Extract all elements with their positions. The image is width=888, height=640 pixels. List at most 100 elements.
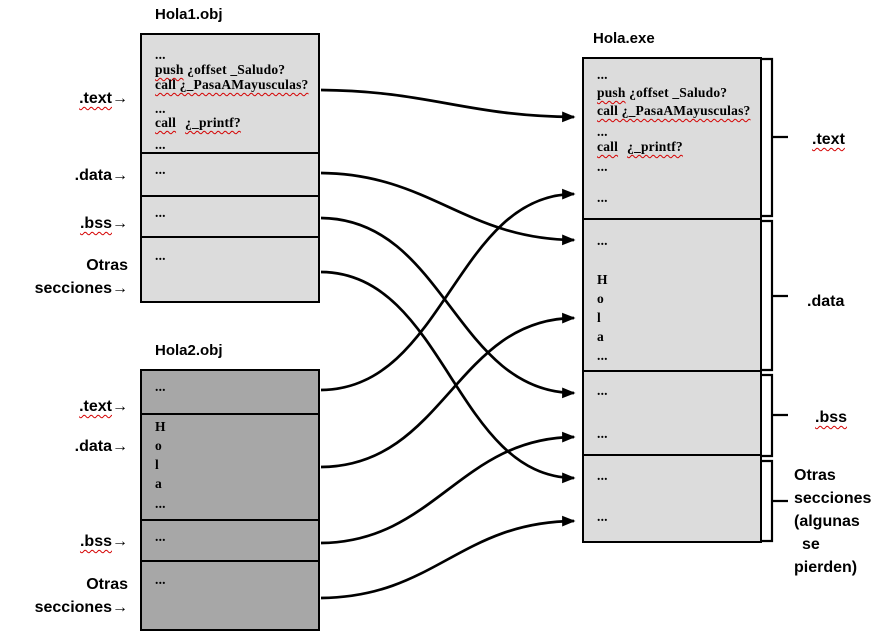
dots-line: ...: [597, 190, 608, 206]
letter-l: l: [155, 457, 159, 472]
label-hola1-bss: .bss→: [8, 212, 128, 235]
dots-line: ...: [155, 572, 166, 588]
label-line: Otras: [794, 467, 836, 484]
hola-letter: H: [155, 419, 166, 435]
label-text: .bss: [79, 215, 112, 232]
hola-letter: o: [155, 438, 162, 454]
hola-letter: l: [597, 310, 601, 326]
label-text: .bss: [815, 409, 848, 426]
dots: ...: [597, 383, 608, 398]
hola2-bss-section: ...: [142, 519, 318, 560]
exe-title: Hola.exe: [593, 30, 655, 47]
right-arrow-icon: →: [112, 438, 128, 455]
arrow-hola1-bss-to-exe-bss: [320, 216, 576, 399]
hola1-bss-section: ...: [142, 195, 318, 236]
letter-o: o: [597, 291, 604, 306]
label-hola1-otras: Otras secciones→: [8, 254, 128, 300]
dots: ...: [155, 101, 166, 116]
dots: ...: [155, 379, 166, 394]
label-hola1-data: .data→: [8, 164, 128, 187]
hola2-otras-section: ...: [142, 560, 318, 623]
code-line: call ¿_PasaAMayusculas?: [597, 103, 750, 119]
bracket-exe-bss: [762, 373, 788, 458]
label-hola1-text: .text→: [8, 87, 128, 110]
bracket-exe-data: [762, 219, 788, 372]
code-line: call¿_printf?: [597, 139, 683, 155]
push-arg: ¿offset _Saludo?: [625, 85, 728, 100]
push-arg: ¿offset _Saludo?: [183, 62, 286, 77]
dots: ...: [597, 190, 608, 205]
hola-letter: a: [155, 476, 162, 492]
arrow-hola1-otras-to-exe-otras: [320, 270, 576, 484]
label-text: .text: [812, 131, 845, 148]
code-line: push ¿offset _Saludo?: [597, 85, 727, 101]
dots: ...: [597, 348, 608, 363]
hola2-text-section: ...: [142, 371, 318, 413]
code-line: push ¿offset _Saludo?: [155, 62, 285, 78]
printf-arg: ¿_printf?: [627, 139, 683, 154]
dots: ...: [597, 426, 608, 441]
label-line: Otras: [86, 576, 128, 593]
bracket-exe-text: [762, 57, 788, 218]
label-text: secciones: [34, 280, 112, 297]
label-line: (algunas: [794, 513, 860, 530]
code-line: call ¿_printf?: [155, 115, 241, 131]
arrow-hola1-data-to-exe-data: [320, 171, 576, 246]
printf-arg: ¿_printf?: [185, 115, 241, 130]
letter-h: H: [155, 419, 166, 434]
dots: ...: [155, 248, 166, 263]
exe-text-section: ... push ¿offset _Saludo? call ¿_PasaAMa…: [584, 59, 760, 218]
label-exe-text: .text: [812, 128, 845, 151]
label-line: se: [802, 536, 820, 553]
right-arrow-icon: →: [112, 167, 128, 184]
label-text: .data: [807, 293, 845, 310]
label-hola2-text: .text→: [8, 395, 128, 418]
dots-line: ...: [597, 348, 608, 364]
hola1-text-section: ... push ¿offset _Saludo? call ¿_PasaAMa…: [142, 35, 318, 152]
label-line: Otras: [86, 257, 128, 274]
hola-letter: H: [597, 272, 608, 288]
exe-otras-section: ... ...: [584, 454, 760, 535]
label-hola2-data: .data→: [8, 435, 128, 458]
letter-o: o: [155, 438, 162, 453]
dots-line: ...: [155, 379, 166, 395]
dots: ...: [155, 162, 166, 177]
hola-letter: a: [597, 329, 604, 345]
hola2-box: ... H o l a ... ... ...: [140, 369, 320, 631]
arrow-hola2-data-to-exe-data: [320, 312, 576, 469]
dots: ...: [155, 529, 166, 544]
call-kw: call: [155, 115, 177, 130]
dots-line: ...: [155, 248, 166, 264]
hola1-box: ... push ¿offset _Saludo? call ¿_PasaAMa…: [140, 33, 320, 303]
dots-line: ...: [155, 496, 166, 512]
label-hola2-bss: .bss→: [8, 530, 128, 553]
label-exe-data: .data: [807, 290, 844, 313]
hola2-title: Hola2.obj: [155, 342, 223, 359]
right-arrow-icon: →: [112, 398, 128, 415]
bracket-exe-otras: [762, 459, 788, 543]
dots: ...: [155, 205, 166, 220]
label-text: .data: [74, 167, 112, 184]
letter-l: l: [597, 310, 601, 325]
dots: ...: [155, 47, 166, 62]
hola2-data-section: H o l a ...: [142, 413, 318, 519]
dots-line: ...: [155, 205, 166, 221]
dots: ...: [155, 137, 166, 152]
dots-line: ...: [155, 529, 166, 545]
hola-letter: l: [155, 457, 159, 473]
right-arrow-icon: →: [112, 280, 128, 297]
hola1-otras-section: ...: [142, 236, 318, 295]
dots-line: ...: [597, 383, 608, 399]
code-line: ...: [597, 124, 608, 140]
label-line: pierden): [794, 559, 858, 576]
letter-a: a: [155, 476, 162, 491]
dots: ...: [597, 233, 608, 248]
label-text: .bss: [79, 533, 112, 550]
label-text: secciones: [34, 599, 112, 616]
arrow-hola2-otras-to-exe-otras: [320, 515, 576, 600]
right-arrow-icon: →: [112, 599, 128, 616]
arrow-hola1-text-to-exe-text: [320, 88, 576, 123]
label-exe-bss: .bss: [815, 406, 847, 429]
dots-line: ...: [597, 233, 608, 249]
